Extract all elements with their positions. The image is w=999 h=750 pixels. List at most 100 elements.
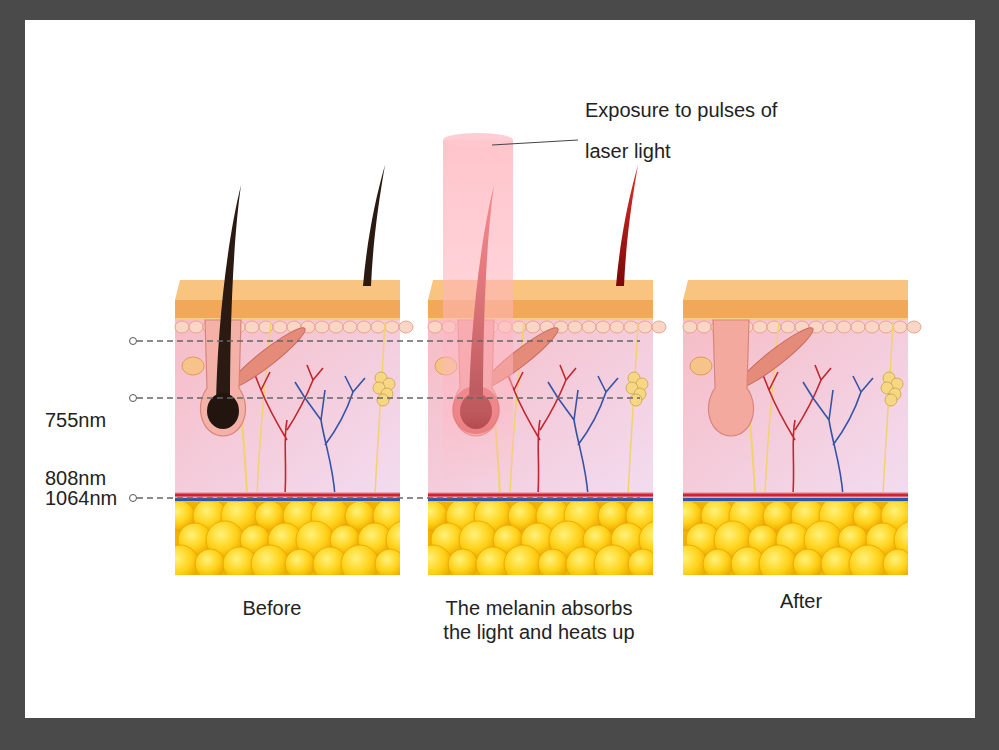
fat-cell xyxy=(341,545,379,575)
cell xyxy=(568,321,582,333)
vein xyxy=(803,376,873,496)
fat-cell xyxy=(628,549,653,575)
hair-shaft xyxy=(616,165,638,286)
vessel-band xyxy=(175,492,400,502)
artery xyxy=(508,365,576,494)
artery xyxy=(683,494,908,497)
cell xyxy=(879,321,893,333)
nerve-ending xyxy=(626,372,648,406)
skin-block xyxy=(669,280,932,583)
skin-surface xyxy=(683,280,908,300)
sebaceous-gland xyxy=(690,357,712,375)
cell xyxy=(582,321,596,333)
stage-caption: After xyxy=(721,589,881,613)
cell xyxy=(683,321,697,333)
cell xyxy=(823,321,837,333)
cell xyxy=(329,321,343,333)
cell xyxy=(175,321,189,333)
dermis xyxy=(175,318,400,496)
fat-cell xyxy=(195,549,225,575)
hair-follicle xyxy=(708,320,753,436)
wavelength-label: 808nm xyxy=(45,466,130,490)
fat-cell xyxy=(594,545,632,575)
gland-lobe xyxy=(630,394,642,406)
cell xyxy=(638,321,652,333)
cell xyxy=(893,321,907,333)
skin-block xyxy=(161,165,424,583)
fat-cell xyxy=(883,549,908,575)
cell xyxy=(371,321,385,333)
cell xyxy=(865,321,879,333)
depth-marker xyxy=(130,395,137,402)
wavelength-label: 755nm xyxy=(45,408,130,432)
cell xyxy=(385,321,399,333)
fat-cells xyxy=(175,502,400,575)
artery xyxy=(428,494,653,497)
artery xyxy=(175,494,400,497)
fat-cell xyxy=(448,549,478,575)
stage-caption: The melanin absorbs the light and heats … xyxy=(437,596,642,644)
cell xyxy=(343,321,357,333)
fat-cell xyxy=(703,549,733,575)
depth-marker xyxy=(130,495,137,502)
wavelength-label: 1064nm xyxy=(45,486,130,510)
depth-line xyxy=(137,497,640,498)
nerve xyxy=(375,322,385,496)
fat-cell xyxy=(251,545,289,575)
artery xyxy=(763,365,831,494)
vein xyxy=(295,376,365,496)
fat-cell xyxy=(538,549,568,575)
hair-shaft xyxy=(216,185,241,406)
nerve xyxy=(883,322,893,496)
cell xyxy=(837,321,851,333)
cell xyxy=(189,321,203,333)
cell xyxy=(428,321,442,333)
fat-cells xyxy=(428,502,653,575)
cell xyxy=(781,321,795,333)
cell xyxy=(697,321,711,333)
fat-cell xyxy=(375,549,400,575)
fat-cell xyxy=(793,549,823,575)
nerve xyxy=(628,322,638,496)
panel xyxy=(25,20,975,718)
hair-shaft xyxy=(363,165,385,286)
nerve-ending xyxy=(373,372,395,406)
fat-cell xyxy=(759,545,797,575)
artery xyxy=(255,365,323,494)
cell xyxy=(610,321,624,333)
stage-caption: Before xyxy=(192,596,352,620)
cell xyxy=(596,321,610,333)
cell xyxy=(245,321,259,333)
cell xyxy=(907,321,921,333)
fat-cell xyxy=(285,549,315,575)
depth-line xyxy=(137,397,640,398)
cell xyxy=(652,321,666,333)
cell xyxy=(315,321,329,333)
laser-beam xyxy=(443,133,513,480)
vein xyxy=(548,376,618,496)
cell xyxy=(851,321,865,333)
dermis xyxy=(683,318,908,496)
cell xyxy=(357,321,371,333)
beam-body xyxy=(443,140,513,480)
leader-line xyxy=(492,140,578,145)
nerve-ending xyxy=(881,372,903,406)
cell xyxy=(624,321,638,333)
gland-lobe xyxy=(885,394,897,406)
fat-cell xyxy=(504,545,542,575)
depth-line xyxy=(137,340,640,341)
epidermis xyxy=(683,300,908,318)
cell xyxy=(526,321,540,333)
depth-marker xyxy=(130,338,137,345)
vessel-band xyxy=(428,492,653,502)
cell xyxy=(273,321,287,333)
gland-lobe xyxy=(377,394,389,406)
callout-text: Exposure to pulses of laser light xyxy=(585,90,800,172)
sebaceous-gland xyxy=(182,357,204,375)
beam-top xyxy=(443,133,513,147)
epidermis xyxy=(175,300,400,318)
cell xyxy=(399,321,413,333)
cell xyxy=(753,321,767,333)
